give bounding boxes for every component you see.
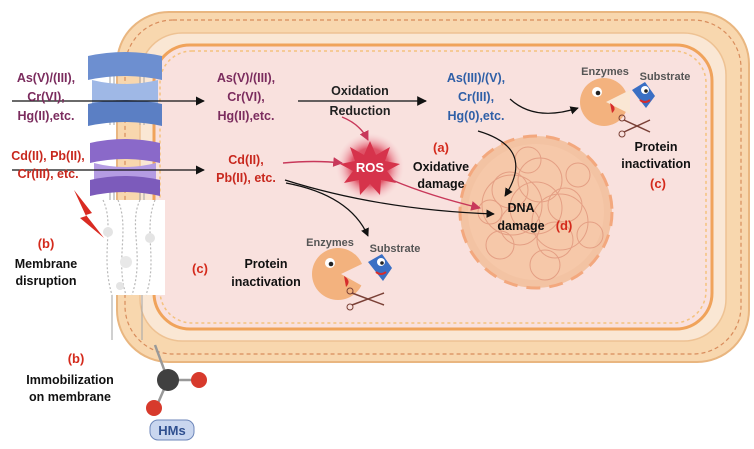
- inside-metals-group-2: Cd(II), Pb(II), etc.: [216, 153, 276, 185]
- enzymes-label-bottom: Enzymes: [306, 237, 354, 249]
- inside-metals-1-line3: Hg(II),etc.: [218, 109, 275, 123]
- substrate-label-right: Substrate: [640, 71, 691, 83]
- outside-metals-group-2: Cd(II), Pb(II), Cr(III), etc.: [11, 149, 85, 181]
- oxidative-damage-line2: damage: [417, 177, 464, 191]
- oxidative-damage-line1: Oxidative: [413, 160, 469, 174]
- ros-label: ROS: [356, 160, 385, 175]
- outside-metals-2-line1: Cd(II), Pb(II),: [11, 149, 85, 163]
- immobilization-tag: (b): [68, 351, 85, 366]
- hms-label: HMs: [158, 423, 185, 438]
- protein-inactivation-right-line1: Protein: [634, 140, 677, 154]
- inner-membrane-texture: [159, 50, 707, 324]
- oxidation-label: Oxidation: [331, 84, 389, 98]
- outside-metals-1-line3: Hg(II),etc.: [18, 109, 75, 123]
- protein-tag-bottom: (c): [192, 261, 208, 276]
- hms-molecule: HMs: [146, 344, 207, 441]
- reduction-label: Reduction: [329, 104, 390, 118]
- dna-damage-line2: damage: [497, 219, 544, 233]
- arrow-to-protein-left: [285, 182, 369, 237]
- arrow-to-dna-1: [477, 130, 517, 197]
- reduced-metals-line1: As(III)/(V),: [447, 71, 505, 85]
- arrow-to-ros-2: [282, 157, 343, 167]
- inside-metals-group-1: As(V)/(III), Cr(VI), Hg(II),etc.: [217, 71, 275, 123]
- channel-purple: [90, 139, 160, 196]
- inside-metals-2-line1: Cd(II),: [228, 153, 263, 167]
- reduced-metals-group: As(III)/(V), Cr(III), Hg(0),etc.: [447, 71, 505, 123]
- membrane-disruption-line2: disruption: [15, 274, 76, 288]
- membrane-disruption-line1: Membrane: [15, 257, 78, 271]
- channel-blue: [88, 52, 162, 126]
- dna-damage-line1: DNA: [507, 201, 534, 215]
- outside-metals-2-line2: Cr(III), etc.: [17, 167, 78, 181]
- membrane-rupture: [95, 199, 165, 296]
- enzyme-illustration-right: [580, 78, 655, 138]
- inside-metals-1-line1: As(V)/(III),: [217, 71, 275, 85]
- enzyme-illustration-bottom: [312, 248, 392, 311]
- outer-wall-texture: [124, 19, 742, 355]
- outside-metals-1-line2: Cr(VI),: [27, 90, 65, 104]
- protein-tag-right: (c): [650, 176, 666, 191]
- inside-metals-2-line2: Pb(II), etc.: [216, 171, 276, 185]
- reduced-metals-line2: Cr(III),: [458, 90, 494, 104]
- arrow-to-protein-right: [509, 98, 579, 115]
- outside-metals-group-1: As(V)/(III), Cr(VI), Hg(II),etc.: [17, 71, 75, 123]
- membrane-tag: (b): [38, 236, 55, 251]
- immobilization-line1: Immobilization: [26, 373, 114, 387]
- reduced-metals-line3: Hg(0),etc.: [448, 109, 505, 123]
- arrows: [12, 96, 579, 237]
- enzymes-label-right: Enzymes: [581, 66, 629, 78]
- oxidative-tag: (a): [433, 140, 449, 155]
- protein-inactivation-bottom-line2: inactivation: [231, 275, 300, 289]
- dna-tag: (d): [556, 218, 573, 233]
- outside-metals-1-line1: As(V)/(III),: [17, 71, 75, 85]
- arrow-to-dna-2: [284, 179, 495, 218]
- protein-inactivation-bottom-line1: Protein: [244, 257, 287, 271]
- protein-inactivation-right-line2: inactivation: [621, 157, 690, 171]
- arrow-ros-to-dna: [391, 179, 481, 211]
- immobilization-line2: on membrane: [29, 390, 111, 404]
- ros-burst: ROS: [336, 133, 404, 201]
- lightning-icon: [74, 190, 104, 238]
- arrow-to-ros-1: [341, 116, 369, 141]
- inside-metals-1-line2: Cr(VI),: [227, 90, 265, 104]
- dna-nucleoid: [458, 134, 614, 290]
- substrate-label-bottom: Substrate: [370, 243, 421, 255]
